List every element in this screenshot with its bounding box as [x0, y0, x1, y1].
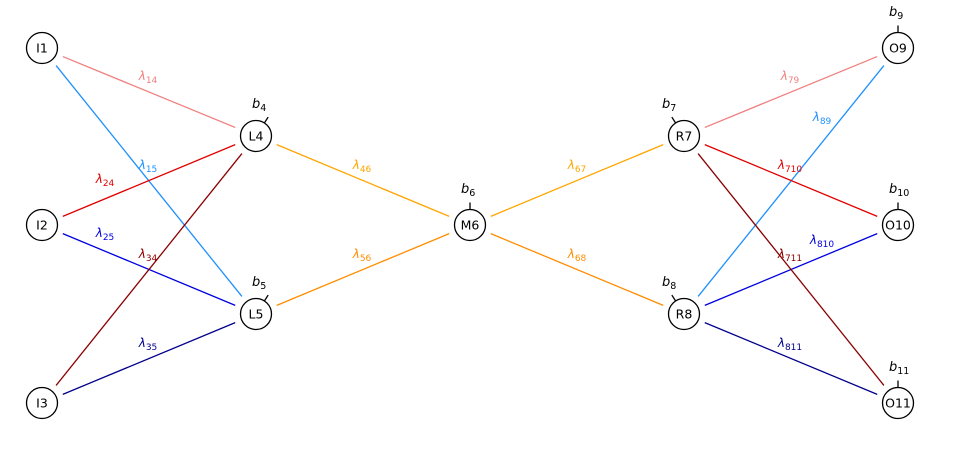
node-O10: O10 [881, 208, 915, 242]
edge-label-14: λ14 [138, 69, 158, 86]
bias-layer: b4 b5 b6 b7 b8 b9 b10 b11 [252, 5, 909, 388]
edge-label-34: λ34 [138, 247, 158, 264]
node-label: O11 [885, 396, 911, 411]
node-M6: M6 [453, 208, 487, 242]
bias-tick-L5 [263, 294, 269, 302]
node-O11: O11 [881, 386, 915, 420]
edge-label-56: λ56 [352, 247, 372, 264]
bias-label-6: b6 [461, 182, 475, 199]
node-circle [453, 208, 487, 242]
edge-label-710: λ710 [777, 158, 803, 175]
node-label: I1 [36, 41, 48, 56]
node-label: I3 [36, 396, 48, 411]
edge-label-67: λ67 [567, 158, 587, 175]
node-label: L5 [249, 307, 264, 322]
edge-I3-L4 [55, 153, 243, 386]
edge-M6-R8 [490, 233, 664, 306]
node-I1: I1 [25, 31, 59, 65]
bias-label-5: b5 [252, 275, 266, 292]
edge-L5-M6 [276, 233, 450, 306]
edge-I2-L4 [62, 144, 236, 217]
edges-layer [55, 55, 885, 395]
node-circle [881, 386, 915, 420]
node-label: R8 [676, 307, 693, 322]
bias-label-7: b7 [662, 97, 676, 114]
node-circle [881, 31, 915, 65]
edge-label-25: λ25 [95, 226, 115, 243]
node-circle [25, 31, 59, 65]
node-circle [881, 208, 915, 242]
bias-tick-R7 [671, 116, 677, 124]
node-label: O9 [889, 41, 907, 56]
bias-label-9: b9 [889, 5, 903, 22]
edge-M6-R7 [490, 144, 664, 217]
node-label: O10 [885, 218, 911, 233]
node-circle [667, 297, 701, 331]
edge-label-89: λ89 [812, 110, 832, 127]
bias-label-4: b4 [252, 97, 266, 114]
node-I2: I2 [25, 208, 59, 242]
node-label: I2 [36, 218, 48, 233]
edge-label-711: λ711 [777, 247, 802, 264]
node-circle [25, 386, 59, 420]
edge-R8-O11 [704, 322, 878, 395]
edge-label-35: λ35 [138, 336, 158, 353]
edge-label-15: λ15 [138, 158, 158, 175]
node-I3: I3 [25, 386, 59, 420]
edge-label-810: λ810 [809, 233, 835, 250]
edge-label-68: λ68 [567, 247, 587, 264]
edge-I1-L4 [62, 55, 236, 129]
edge-labels-layer: λ14 λ15 λ24 λ25 λ34 λ35 λ46 λ56 λ67 λ68 λ79 λ89 λ710… [95, 69, 835, 353]
node-circle [239, 119, 273, 153]
bias-label-10: b10 [889, 182, 909, 199]
node-circle [239, 297, 273, 331]
bias-label-11: b11 [889, 360, 909, 377]
node-circle [25, 208, 59, 242]
node-L5: L5 [239, 297, 273, 331]
edge-label-811: λ811 [777, 336, 802, 353]
edge-label-24: λ24 [95, 172, 115, 189]
bias-tick-L4 [263, 116, 269, 124]
edge-R7-O9 [704, 55, 878, 129]
edge-label-79: λ79 [780, 69, 800, 86]
node-O9: O9 [881, 31, 915, 65]
edge-L4-M6 [276, 144, 450, 217]
node-R8: R8 [667, 297, 701, 331]
node-circle [667, 119, 701, 153]
edge-R7-O11 [697, 153, 885, 386]
bias-label-8: b8 [662, 275, 676, 292]
node-label: R7 [676, 129, 693, 144]
edge-R7-O10 [704, 144, 878, 217]
node-label: L4 [249, 129, 264, 144]
edge-I3-L5 [62, 322, 236, 395]
node-L4: L4 [239, 119, 273, 153]
node-label: M6 [461, 218, 480, 233]
node-R7: R7 [667, 119, 701, 153]
edge-label-46: λ46 [352, 158, 372, 175]
bias-tick-R8 [671, 294, 677, 302]
